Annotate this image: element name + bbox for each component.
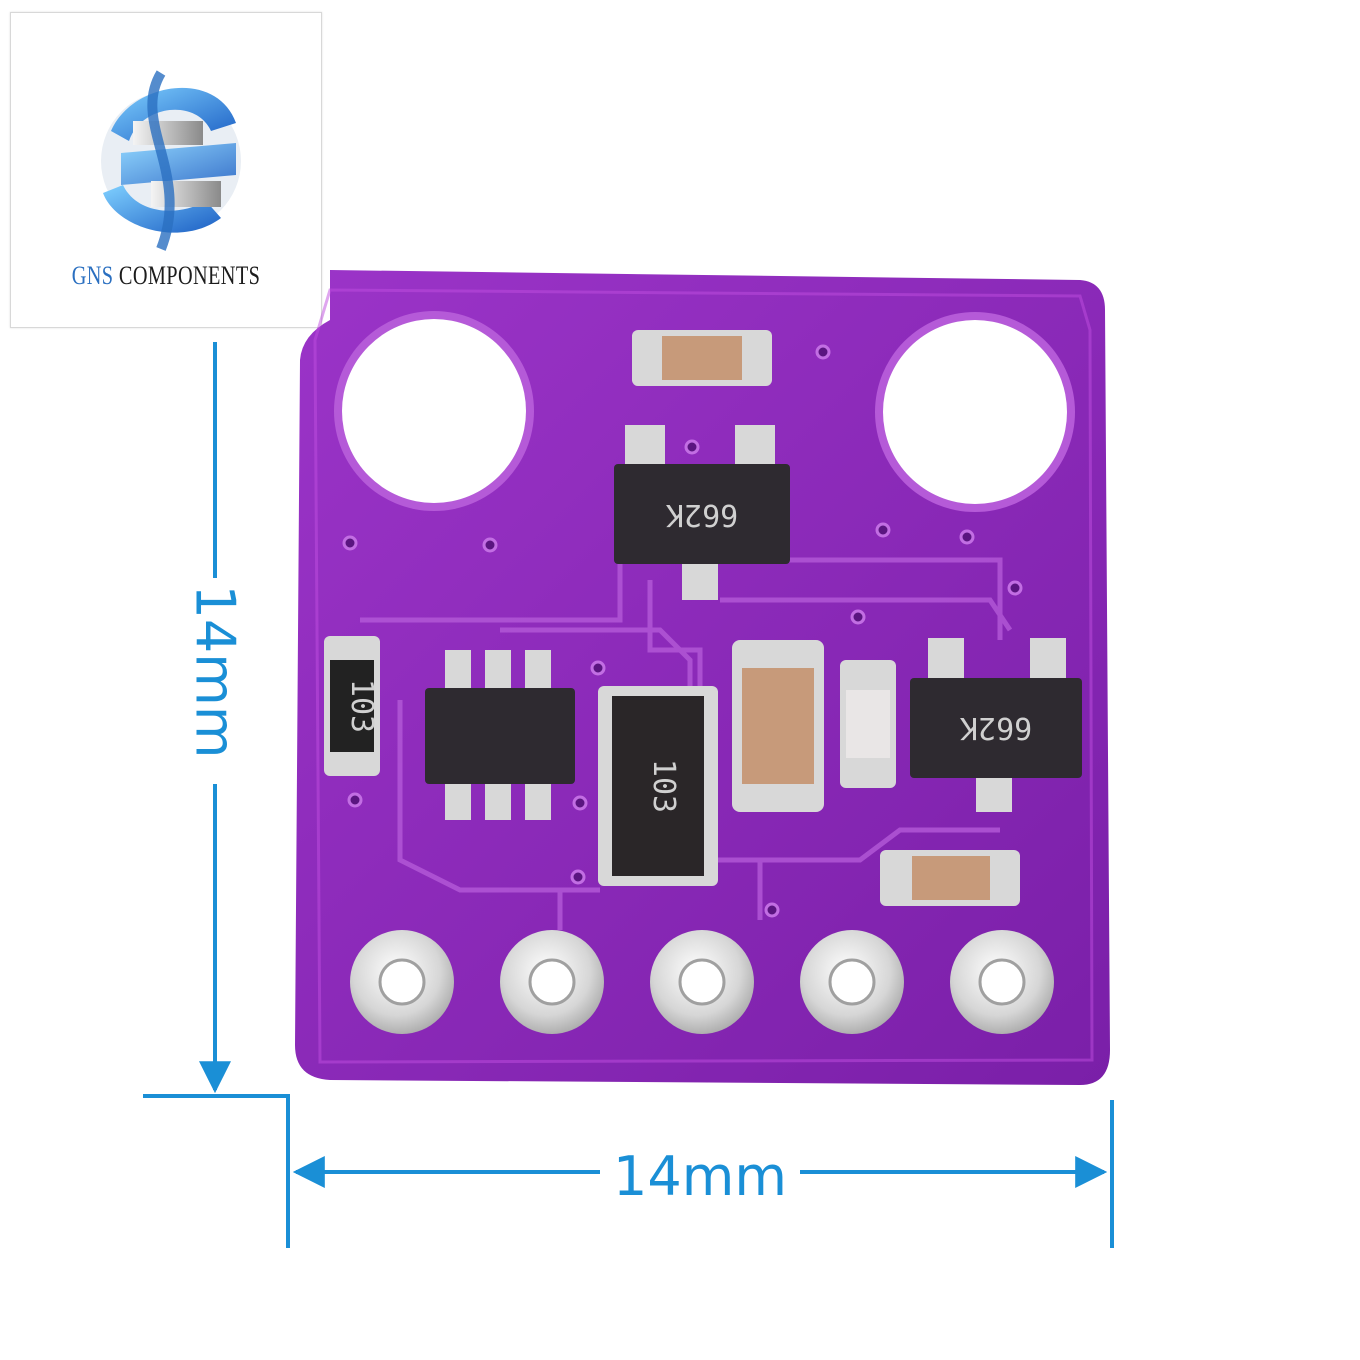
header-pads — [350, 930, 1054, 1034]
header-pad-5 — [950, 930, 1054, 1034]
ic-chip-left — [425, 650, 575, 820]
width-dimension-label: 14mm — [613, 1145, 787, 1208]
header-pad-1 — [350, 930, 454, 1034]
capacitor-small — [840, 660, 896, 788]
height-dimension-line — [143, 342, 290, 1098]
brand-name: GNS COMPONENTS — [71, 261, 261, 290]
capacitor-large — [732, 640, 824, 812]
width-dimension-line — [286, 1096, 1114, 1248]
header-pad-3 — [650, 930, 754, 1034]
pcb-vias — [342, 344, 1023, 918]
capacitor-top — [632, 330, 772, 386]
chip-marking-right: 662K — [960, 710, 1032, 745]
ic-chip-top: 662K — [614, 425, 790, 600]
header-pad-4 — [800, 930, 904, 1034]
height-dimension-label: 14mm — [183, 584, 247, 759]
chip-marking-top: 662K — [666, 497, 738, 532]
resistor-left-marking: 103 — [344, 679, 379, 733]
ic-chip-right: 662K — [910, 638, 1082, 812]
resistor-left: 103 — [324, 636, 380, 776]
resistor-network: 103 — [598, 686, 718, 886]
mounting-hole-right — [875, 312, 1075, 512]
capacitor-bottom — [880, 850, 1020, 906]
logo-panel: GNS COMPONENTS — [10, 12, 322, 328]
mounting-hole-left — [334, 311, 534, 511]
pcb-traces — [360, 557, 1013, 930]
gns-globe-logo-icon — [101, 70, 241, 251]
header-pad-2 — [500, 930, 604, 1034]
resistor-network-marking: 103 — [646, 759, 681, 813]
